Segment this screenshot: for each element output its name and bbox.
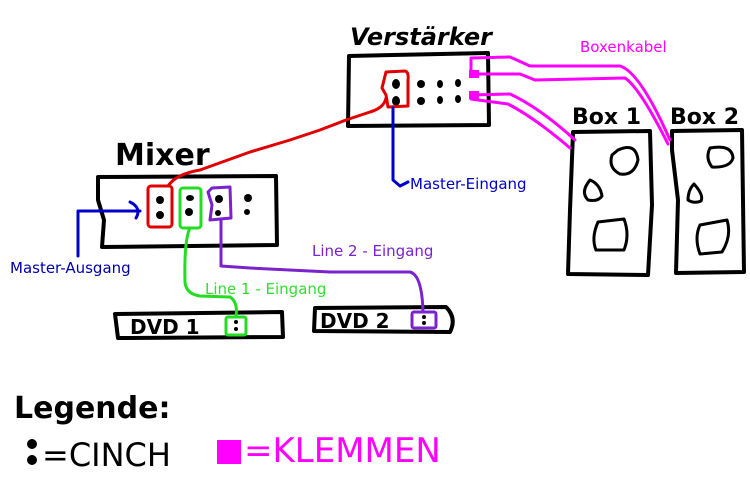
dvd2-cinch-highlight xyxy=(410,310,438,330)
speaker-cables xyxy=(469,55,672,150)
box2-woofer xyxy=(695,218,731,256)
legend-terminals-label: =KLEMMEN xyxy=(244,431,441,471)
line2-label: Line 2 - Eingang xyxy=(312,242,433,260)
amplifier-box xyxy=(346,51,491,128)
box2-label: Box 2 xyxy=(670,105,739,130)
mixer-box xyxy=(96,174,279,249)
box1-mid xyxy=(583,178,604,202)
dvd2-label: DVD 2 xyxy=(320,309,390,333)
dvd1-cinch-highlight xyxy=(224,315,248,337)
mixer-master-out-highlight xyxy=(146,184,174,229)
master-in-label: Master-Eingang xyxy=(410,175,527,193)
terminal-symbol-icon xyxy=(217,440,241,464)
master-in-arrow xyxy=(391,106,410,188)
dvd2: DVD 2 xyxy=(312,305,455,334)
dvd1: DVD 1 xyxy=(113,310,285,340)
box1: Box 1 xyxy=(566,105,654,277)
box2-tweeter xyxy=(706,145,735,169)
cinch-symbol-icon xyxy=(27,439,37,449)
dvd2-box xyxy=(312,305,455,334)
amplifier-label: Verstärker xyxy=(350,23,494,51)
box2-mid xyxy=(686,182,704,204)
legend-cinch-label: =CINCH xyxy=(42,436,171,474)
speaker-cable-label: Boxenkabel xyxy=(580,38,667,56)
line1-label: Line 1 - Eingang xyxy=(205,280,326,298)
master-out-label: Master-Ausgang xyxy=(10,259,131,277)
dvd1-label: DVD 1 xyxy=(130,315,200,339)
mixer-label: Mixer xyxy=(115,138,210,173)
mixer-line1-highlight xyxy=(178,186,203,230)
box2: Box 2 xyxy=(670,105,746,275)
box1-cabinet xyxy=(566,129,654,277)
box1-tweeter xyxy=(609,146,640,176)
line1-cable xyxy=(183,226,238,318)
amplifier-cinch-jacks xyxy=(392,79,461,106)
dvd2-cinch-jack xyxy=(422,315,426,319)
amplifier: Verstärker xyxy=(346,23,494,128)
legend: Legende: =CINCH =KLEMMEN xyxy=(14,391,441,474)
box1-label: Box 1 xyxy=(572,105,641,130)
dvd1-cinch-jack xyxy=(234,320,238,324)
mixer-cinch-jacks xyxy=(156,194,252,219)
master-out-arrow xyxy=(76,200,142,258)
legend-title: Legende: xyxy=(14,391,170,426)
line2-cable xyxy=(219,218,425,314)
mixer-line2-highlight xyxy=(206,185,233,222)
amplifier-master-in-highlight xyxy=(380,69,410,109)
box2-cabinet xyxy=(670,128,746,275)
dvd1-box xyxy=(113,310,285,340)
box1-woofer xyxy=(592,217,629,252)
master-link-cable xyxy=(166,96,388,188)
